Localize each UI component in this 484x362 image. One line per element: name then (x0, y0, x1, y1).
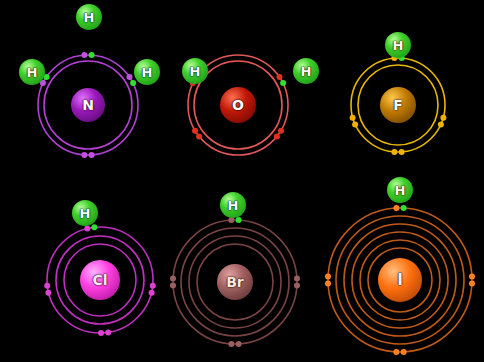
atom-nucleus: F (380, 87, 416, 123)
element-symbol: H (393, 39, 404, 52)
electron-dots (40, 52, 475, 355)
element-symbol: Cl (92, 273, 107, 287)
electron (89, 52, 95, 58)
nitrogen-shells (38, 55, 138, 155)
electron (127, 74, 133, 80)
hydrogen-atom: H (385, 32, 411, 58)
electron (236, 341, 242, 347)
element-symbol: H (228, 199, 239, 212)
iodine-shells (328, 208, 472, 352)
electron (294, 275, 300, 281)
chlorine-shells (47, 227, 153, 333)
atom-nucleus: N (71, 88, 105, 122)
electron (170, 283, 176, 289)
electron (401, 205, 407, 211)
element-symbol: H (301, 65, 312, 78)
electron (192, 128, 198, 134)
electron (81, 152, 87, 158)
electron (280, 80, 286, 86)
hydrogen-atom: H (220, 192, 246, 218)
element-symbol: H (80, 207, 91, 220)
hydrogen-atom: H (134, 59, 160, 85)
element-symbol: H (84, 11, 95, 24)
electron (325, 281, 331, 287)
electron (274, 134, 280, 140)
element-symbol: H (27, 66, 38, 79)
atom-nucleus: Cl (80, 260, 120, 300)
electron (440, 115, 446, 121)
element-symbol: F (393, 98, 403, 112)
electron (294, 283, 300, 289)
element-symbol: N (82, 98, 94, 112)
electron (130, 80, 136, 86)
electron (399, 149, 405, 155)
electron (352, 122, 358, 128)
electron (469, 273, 475, 279)
element-symbol: O (232, 98, 244, 112)
electron (196, 134, 202, 140)
electron (236, 217, 242, 223)
electron (401, 349, 407, 355)
electron (469, 281, 475, 287)
electron (45, 290, 51, 296)
electron (105, 330, 111, 336)
hydrogen-atom: H (293, 58, 319, 84)
electron (81, 52, 87, 58)
element-symbol: Br (226, 275, 244, 289)
hydrogen-atom: H (387, 177, 413, 203)
electron (149, 290, 155, 296)
element-symbol: H (142, 66, 153, 79)
electron (393, 205, 399, 211)
electron (170, 275, 176, 281)
electron (438, 122, 444, 128)
element-symbol: I (397, 273, 403, 288)
electron (44, 283, 50, 289)
electron (325, 273, 331, 279)
electron (84, 225, 90, 231)
hydrogen-atom: H (76, 4, 102, 30)
atom-nucleus: I (378, 258, 422, 302)
electron (89, 152, 95, 158)
atom-nucleus: O (220, 87, 256, 123)
electron (391, 149, 397, 155)
electron (350, 115, 356, 121)
hydrogen-atom: H (72, 200, 98, 226)
atom-nucleus: Br (217, 264, 253, 300)
electron (277, 74, 283, 80)
hydrogen-atom: H (19, 59, 45, 85)
electron (150, 283, 156, 289)
electron (278, 128, 284, 134)
fluorine-shells (351, 58, 445, 152)
electron (91, 224, 97, 230)
electron (393, 349, 399, 355)
element-symbol: H (190, 65, 201, 78)
element-symbol: H (395, 184, 406, 197)
bromine-shells (173, 220, 297, 344)
electron (228, 341, 234, 347)
electron (98, 330, 104, 336)
hydrogen-atom: H (182, 58, 208, 84)
